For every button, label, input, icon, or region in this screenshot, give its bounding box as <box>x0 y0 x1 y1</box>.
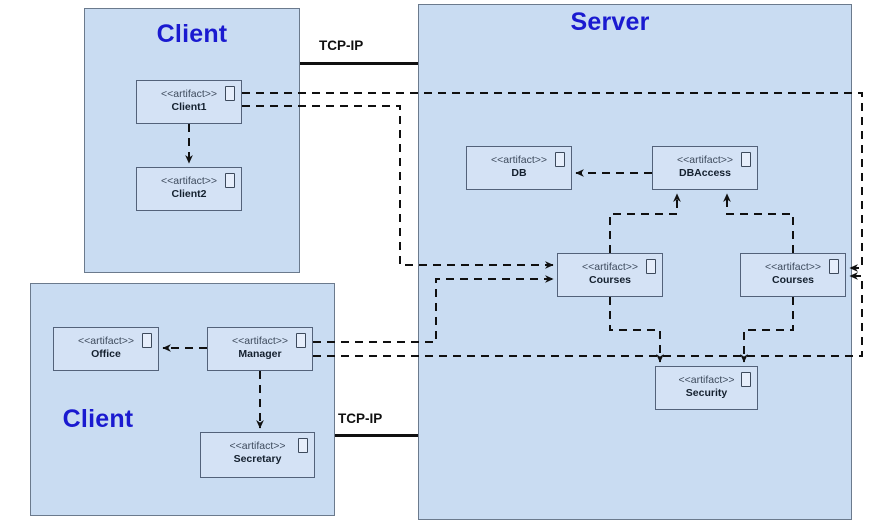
artifact-client1[interactable]: <<artifact>> Client1 <box>136 80 242 124</box>
artifact-stereotype: <<artifact>> <box>676 154 734 166</box>
artifact-icon <box>142 333 152 348</box>
node-client-top-title: Client <box>156 20 228 48</box>
artifact-name: Secretary <box>233 453 282 465</box>
artifact-secretary[interactable]: <<artifact>> Secretary <box>200 432 315 478</box>
node-server-title: Server <box>570 8 650 36</box>
artifact-name: Client2 <box>171 188 207 200</box>
artifact-office[interactable]: <<artifact>> Office <box>53 327 159 371</box>
artifact-stereotype: <<artifact>> <box>231 335 289 347</box>
artifact-db[interactable]: <<artifact>> DB <box>466 146 572 190</box>
artifact-stereotype: <<artifact>> <box>490 154 548 166</box>
artifact-courses-right[interactable]: <<artifact>> Courses <box>740 253 846 297</box>
artifact-name: Client1 <box>171 101 207 113</box>
node-client-bottom <box>30 283 335 516</box>
artifact-icon <box>829 259 839 274</box>
artifact-name: DB <box>511 167 527 179</box>
artifact-icon <box>555 152 565 167</box>
artifact-security[interactable]: <<artifact>> Security <box>655 366 758 410</box>
artifact-name: Security <box>685 387 728 399</box>
artifact-stereotype: <<artifact>> <box>160 88 218 100</box>
artifact-name: Courses <box>771 274 814 286</box>
artifact-manager[interactable]: <<artifact>> Manager <box>207 327 313 371</box>
node-client-bottom-title: Client <box>62 405 134 433</box>
artifact-courses-left[interactable]: <<artifact>> Courses <box>557 253 663 297</box>
artifact-icon <box>646 259 656 274</box>
artifact-stereotype: <<artifact>> <box>160 175 218 187</box>
artifact-icon <box>225 86 235 101</box>
artifact-icon <box>296 333 306 348</box>
artifact-icon <box>741 372 751 387</box>
artifact-stereotype: <<artifact>> <box>678 374 735 386</box>
artifact-stereotype: <<artifact>> <box>77 335 135 347</box>
tcp-ip-label-top: TCP-IP <box>319 38 364 53</box>
artifact-dbaccess[interactable]: <<artifact>> DBAccess <box>652 146 758 190</box>
tcp-ip-line-top <box>300 62 418 65</box>
artifact-icon <box>741 152 751 167</box>
artifact-name: Courses <box>588 274 631 286</box>
artifact-icon <box>225 173 235 188</box>
artifact-client2[interactable]: <<artifact>> Client2 <box>136 167 242 211</box>
artifact-stereotype: <<artifact>> <box>229 440 286 452</box>
artifact-name: DBAccess <box>679 167 731 179</box>
tcp-ip-line-bottom <box>335 434 418 437</box>
artifact-icon <box>298 438 308 453</box>
artifact-stereotype: <<artifact>> <box>764 261 822 273</box>
artifact-name: Office <box>91 348 121 360</box>
artifact-stereotype: <<artifact>> <box>581 261 639 273</box>
tcp-ip-label-bottom: TCP-IP <box>338 411 383 426</box>
artifact-name: Manager <box>238 348 282 360</box>
